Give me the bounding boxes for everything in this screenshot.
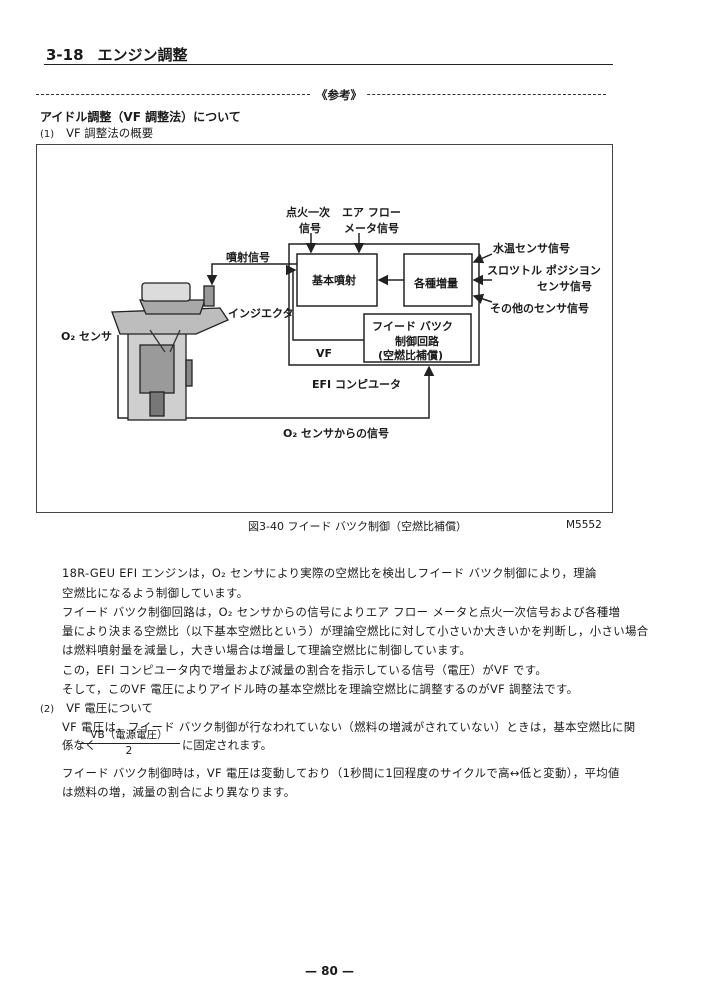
feedback-label-3: (空燃比補償) [378, 348, 443, 362]
paragraph-line: 量により決まる空燃比（以下基本空燃比という）が理論空燃比に対して小さいか大きいか… [62, 624, 649, 638]
paragraph-line: VF 電圧は，フイード バツク制御が行なわれていない（燃料の増減がされていない）… [62, 720, 636, 734]
basic-injection-box [296, 253, 378, 307]
page-header: 3-18 エンジン調整 [46, 44, 188, 65]
paragraph-line: 18R-GEU EFI エンジンは，O₂ センサにより実際の空燃比を検出しフイー… [62, 566, 597, 580]
injector-label: インジエクタ [228, 307, 294, 320]
figure-caption: 図3-40 フイード バツク制御（空燃比補償） [248, 520, 467, 533]
subsection-2-number: (2) [40, 704, 55, 715]
feedback-label-1: フイード バツク [372, 320, 453, 333]
subsection-2-heading: (2) VF 電圧について [40, 700, 153, 716]
subsection-1-number: (1) [40, 129, 55, 140]
efi-computer-label: EFI コンピユータ [312, 378, 401, 391]
figure-code: M5552 [566, 519, 602, 531]
header-rule [44, 64, 613, 65]
feedback-circuit-box [363, 313, 472, 363]
airflow-label-2: メータ信号 [344, 221, 399, 235]
figure-frame [36, 144, 613, 513]
fraction-numerator: VB（電源電圧） [78, 727, 180, 744]
page-number: — 80 — [305, 964, 355, 978]
fraction-suffix: に固定されます。 [182, 738, 272, 752]
feedback-label-2: 制御回路 [395, 334, 440, 348]
paragraph-line: そして，このVF 電圧によりアイドル時の基本空燃比を理論空燃比に調整するのがVF… [62, 682, 579, 696]
paragraph-line: は燃料の増，減量の割合により異なります。 [62, 785, 296, 799]
section-number: 3-18 [46, 46, 84, 64]
increment-label: 各種増量 [413, 276, 458, 290]
o2-signal-label: O₂ センサからの信号 [283, 426, 389, 440]
paragraph-line: この，EFI コンピユータ内で増量および減量の割合を指示している信号（電圧）がV… [62, 663, 548, 677]
subsection-1-title: VF 調整法の概要 [66, 126, 154, 140]
engine-illustration [111, 282, 229, 421]
throttle-label-2: センサ信号 [537, 279, 592, 293]
voltage-fraction: VB（電源電圧） 2 [78, 727, 180, 757]
other-sensors-label: その他のセンサ信号 [490, 301, 589, 315]
paragraph-line: フイード バツク制御回路は，O₂ センサからの信号によりエア フロー メータと点… [62, 605, 621, 619]
throttle-label-1: スロツトル ポジシヨン [487, 263, 601, 277]
paragraph-line: 空燃比になるよう制御しています。 [62, 586, 249, 600]
header-title: エンジン調整 [97, 46, 188, 64]
efi-computer-box [288, 243, 480, 366]
vf-label: VF [316, 347, 332, 360]
subsection-2-title: VF 電圧について [66, 701, 153, 715]
basic-injection-label: 基本噴射 [311, 273, 356, 287]
section-title: アイドル調整（VF 調整法）について [40, 110, 241, 124]
ignition-label-1: 点火一次 [286, 205, 330, 219]
paragraph-line: フイード バツク制御時は，VF 電圧は変動しており（1秒間に1回程度のサイクルで… [62, 766, 620, 780]
ignition-label-2: 信号 [299, 221, 321, 235]
water-temp-label: 水温センサ信号 [493, 241, 570, 255]
fraction-denominator: 2 [125, 745, 133, 757]
subsection-1-heading: (1) VF 調整法の概要 [40, 125, 153, 141]
injection-signal-label: 噴射信号 [226, 250, 270, 264]
airflow-label-1: エア フロー [342, 206, 401, 219]
o2-sensor-label: O₂ センサ [61, 330, 112, 343]
fraction-prefix: 係なく [62, 738, 97, 752]
reference-tag: 《参考》 [312, 87, 366, 103]
paragraph-line: は燃料噴射量を減量し，大きい場合は増量して理論空燃比に制御しています。 [62, 643, 472, 657]
